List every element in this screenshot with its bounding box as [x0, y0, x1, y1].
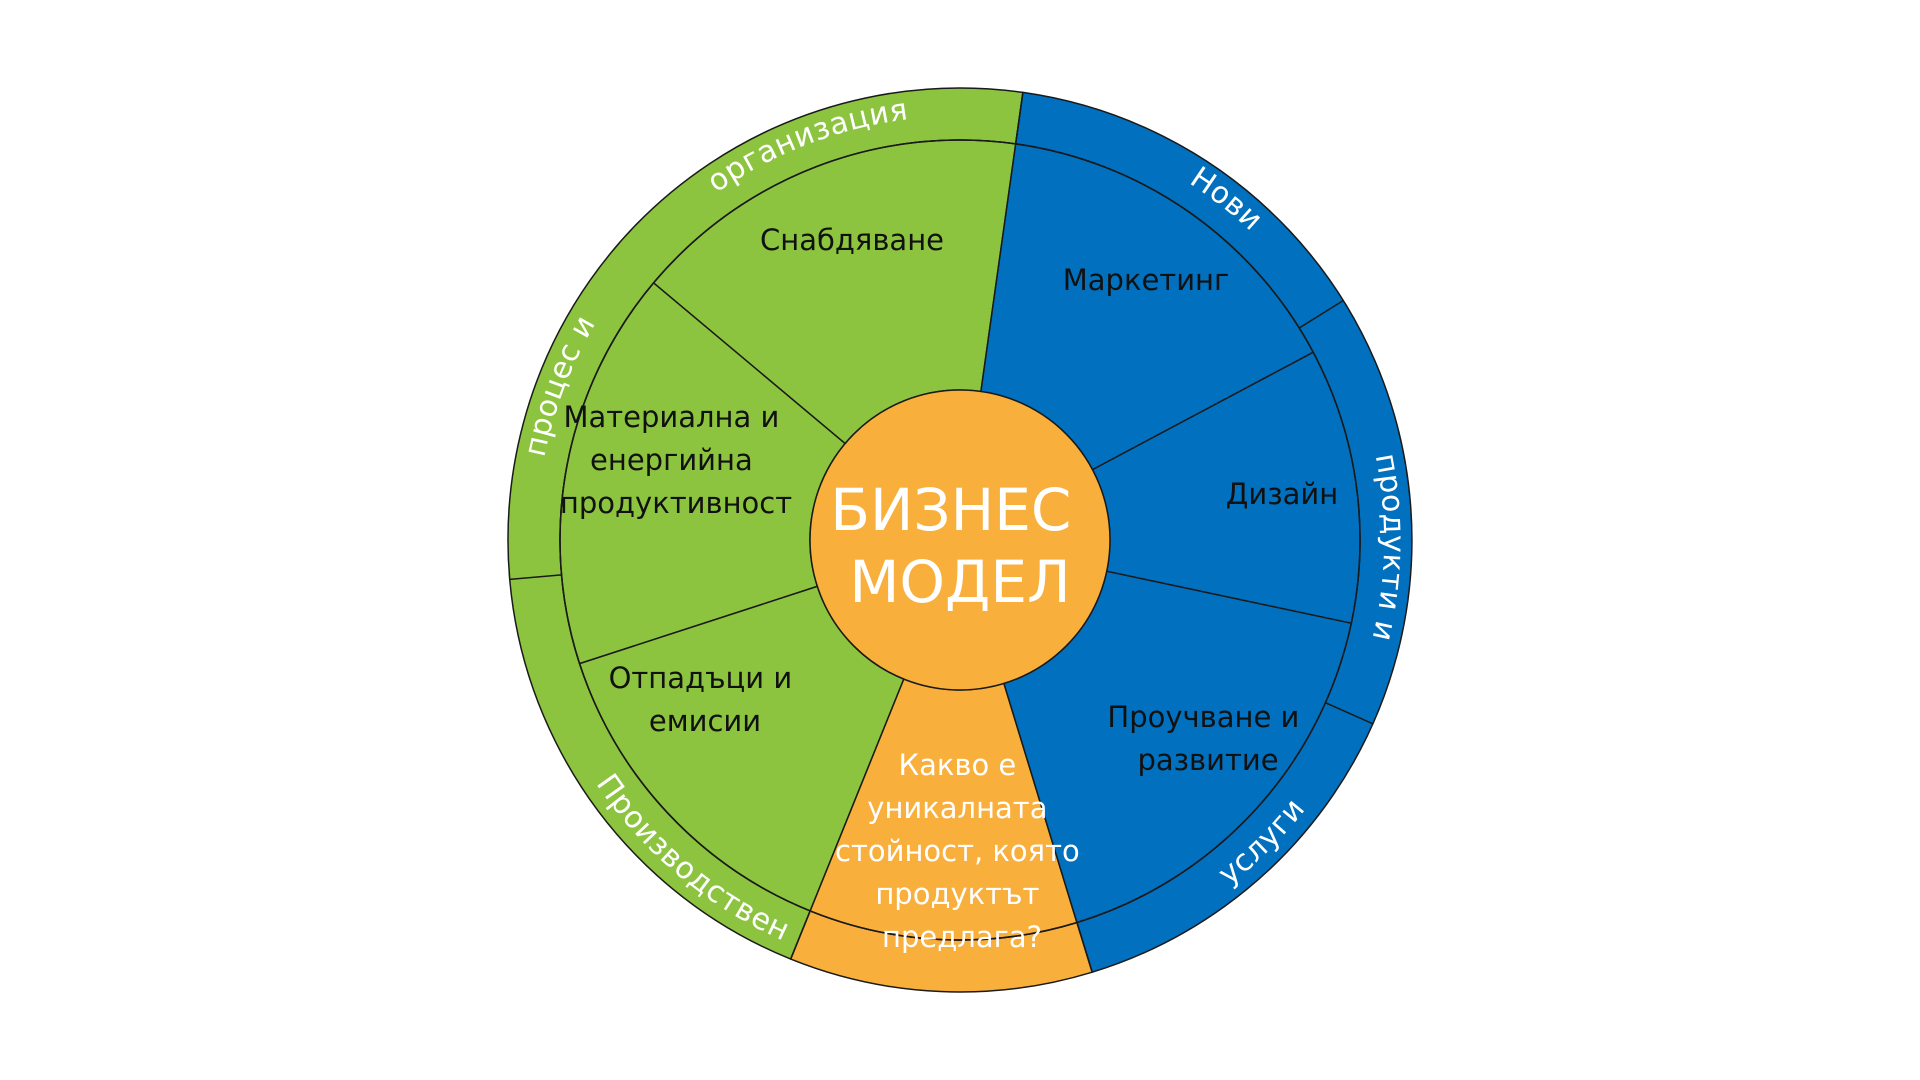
unique-value-line: Какво е	[899, 748, 1017, 782]
wheel-group: БИЗНЕС МОДЕЛ Снабдяване Маркетинг Матери…	[507, 87, 1413, 993]
material-label-line: продуктивност	[560, 486, 792, 520]
waste-label-line: емисии	[649, 704, 761, 738]
material-label-line: енергийна	[590, 443, 753, 477]
marketing-label: Маркетинг	[1063, 263, 1230, 297]
design-label-line: Дизайн	[1226, 477, 1339, 511]
unique-value-question: Какво е уникалната стойност, която проду…	[835, 748, 1089, 954]
marketing-label-line: Маркетинг	[1063, 263, 1230, 297]
hub-label-line: БИЗНЕС	[830, 476, 1071, 544]
business-model-hub	[809, 389, 1111, 691]
ring-divider	[1325, 702, 1374, 725]
unique-value-line: уникалната	[867, 791, 1047, 825]
research-label-line: развитие	[1137, 743, 1278, 777]
ring-divider	[509, 574, 562, 581]
material-label: Материална и енергийна продуктивност	[560, 400, 792, 520]
supply-label: Снабдяване	[760, 223, 944, 257]
design-label: Дизайн	[1226, 477, 1339, 511]
ring-divider	[1298, 299, 1344, 329]
supply-label-line: Снабдяване	[760, 223, 944, 257]
unique-value-line: продуктът	[875, 877, 1039, 911]
ring-divider	[1076, 922, 1093, 973]
waste-label-line: Отпадъци и	[609, 661, 793, 695]
research-label-line: Проучване и	[1107, 700, 1299, 734]
waste-label: Отпадъци и емисии	[609, 661, 802, 738]
unique-value-line: предлага?	[882, 920, 1042, 954]
hub-label-line: МОДЕЛ	[849, 548, 1070, 616]
research-label: Проучване и развитие	[1107, 700, 1308, 777]
inner-ring-boundary	[559, 139, 1361, 941]
ring-divider	[1014, 92, 1024, 144]
hub-label: БИЗНЕС МОДЕЛ	[830, 476, 1090, 616]
unique-value-line: стойност, която	[835, 834, 1080, 868]
material-label-line: Материална и	[563, 400, 779, 434]
ring-divider	[789, 910, 811, 960]
